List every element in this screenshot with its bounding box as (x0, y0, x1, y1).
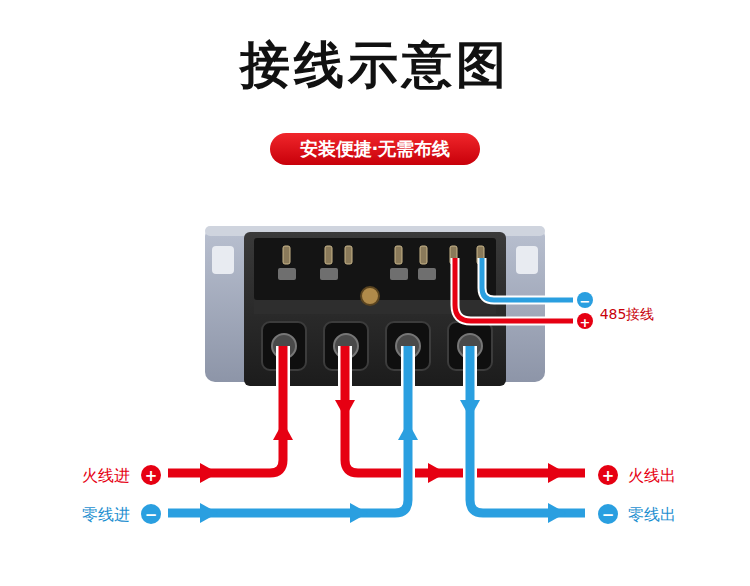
polarity-sign: − (580, 295, 591, 308)
pill-text: 安装便捷·无需布线 (300, 139, 451, 160)
label-wrap: + (145, 466, 158, 485)
flow-arrows (200, 400, 566, 523)
signal-label: 485接线 (600, 307, 655, 321)
label-wrap: 零线出 (628, 505, 676, 524)
label-wrap: 485接线 (600, 304, 655, 323)
polarity-sign: − (145, 508, 158, 523)
label-wrap: + (580, 312, 591, 331)
label-wrap: − (602, 505, 615, 524)
diagram-title: 接线示意图 (240, 37, 510, 95)
wire-label: 零线出 (628, 507, 676, 523)
label-wrap: + (602, 466, 615, 485)
polarity-sign: + (145, 469, 158, 484)
label-wrap: 火线出 (628, 466, 676, 485)
polarity-circles (141, 292, 618, 524)
label-wrap: 火线进 (82, 466, 130, 485)
label-wrap: 零线进 (82, 505, 130, 524)
title-wrap: 接线示意图 (240, 37, 510, 95)
wire-label: 零线进 (82, 507, 130, 523)
polarity-sign: − (602, 508, 615, 523)
polarity-sign: + (602, 469, 615, 484)
label-wrap: − (145, 505, 158, 524)
polarity-sign: + (580, 316, 591, 329)
power-wires (168, 258, 585, 513)
feature-pill: 安装便捷·无需布线 (270, 133, 480, 166)
label-wrap: − (580, 291, 591, 310)
wire-label: 火线出 (628, 468, 676, 484)
wire-label: 火线进 (82, 468, 130, 484)
